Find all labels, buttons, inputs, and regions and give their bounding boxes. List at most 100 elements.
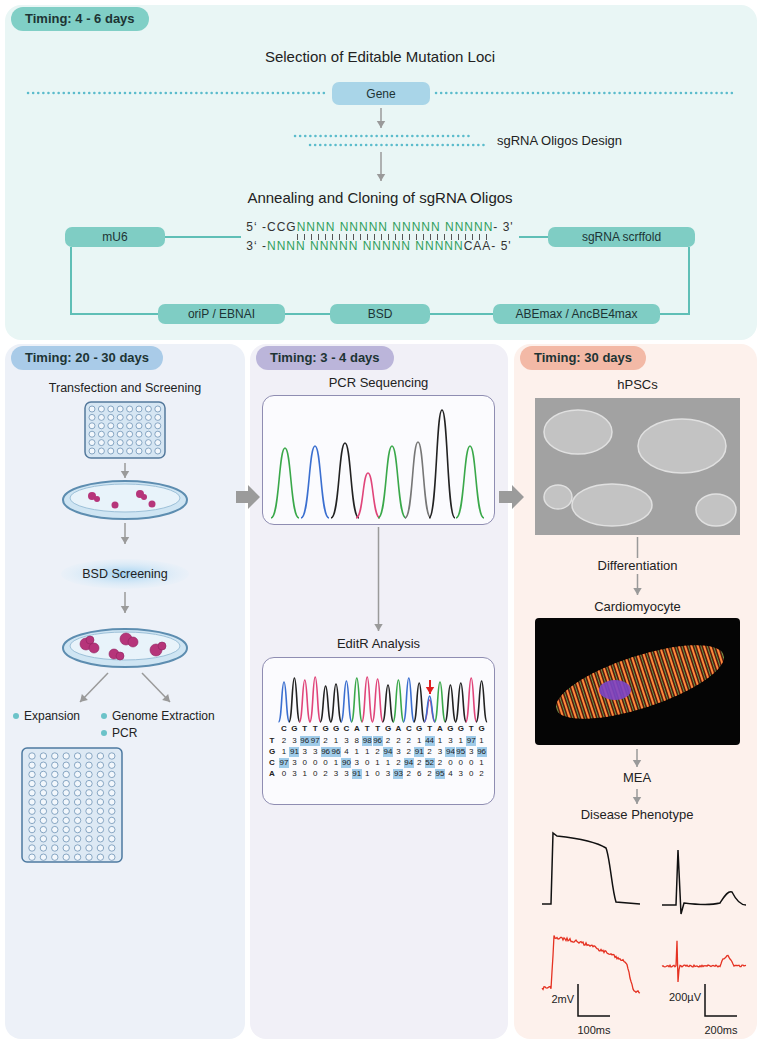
flow-arrow [377,108,385,128]
scale-bar [705,984,737,1016]
table-cell: 2 [393,758,403,768]
well [108,423,114,429]
well [136,431,142,437]
well-plate [22,748,122,862]
arrow-shaft [429,680,431,694]
well [74,771,80,777]
table-cell: 94 [383,747,393,757]
table-header: T [310,724,320,734]
well [89,406,95,412]
arrow-shaft [124,592,126,613]
well [117,440,123,446]
table-cell: 2 [414,758,424,768]
wells [29,406,161,860]
sarcomere [713,616,738,692]
well [74,799,80,805]
well [63,762,69,768]
table-header: G [383,724,393,734]
sarcomere [562,665,587,741]
connector [499,485,524,509]
cardiomyocyte-cell [548,630,731,734]
well [109,771,115,777]
well [98,440,104,446]
sarcomere [619,647,644,723]
well [63,826,69,832]
table-header: G [267,747,277,757]
sarcomere [650,637,675,713]
table-cell: 98 [362,736,372,746]
sarcomere [568,663,593,739]
chromatogram-peak [289,678,300,722]
step-heading: EditR Analysis [262,633,495,655]
well [63,817,69,823]
arrow-head [162,694,170,702]
well [40,854,46,860]
well [86,771,92,777]
well [127,423,133,429]
table-header: A [352,724,362,734]
chromatogram-peak [445,685,456,722]
well [97,826,103,832]
well [89,448,95,454]
table-cell: 1 [300,769,310,779]
colonies [80,633,166,660]
edge-label: Differentiation [595,558,681,574]
well [86,762,92,768]
well [89,423,95,429]
table-header: G [414,724,424,734]
well [145,440,151,446]
well [97,762,103,768]
table-cell: 1 [477,758,487,768]
well [108,440,114,446]
well [89,431,95,437]
sarcomere [630,643,655,719]
sarcomere [705,619,730,695]
element-label: ABEmax / AncBE4max [515,307,637,321]
connector [71,247,158,314]
connector [430,314,493,315]
connector [236,485,260,509]
table-cell: 94 [404,758,414,768]
table-cell: 3 [300,747,310,757]
sarcomere [573,662,598,738]
table-cell: 2 [393,736,403,746]
sarcomere [548,670,573,746]
well [109,808,115,814]
well [136,448,142,454]
well [145,406,151,412]
well [86,826,92,832]
well [40,845,46,851]
table-cell: 3 [352,758,362,768]
step-title: Transfection and Screening [49,381,201,396]
bullet-item: Genome Extraction [112,709,215,723]
well [29,854,35,860]
table-cell: 1 [279,747,289,757]
table-header: T [373,724,383,734]
well [40,753,46,759]
sarcomere [656,635,681,711]
oligo-strand: 5‘ -CCGNNNN NNNNN NNNNN NNNNN- 3' [246,221,513,234]
sarcomere [599,653,624,729]
table-cell: 44 [425,736,435,746]
scale-label: 200µV [669,991,701,1004]
well [40,771,46,777]
culture-dish [70,632,180,660]
table-cell: 1 [477,736,487,746]
sarcomere [559,666,584,742]
well [155,406,161,412]
sarcomere [670,630,695,706]
well [127,448,133,454]
well [86,799,92,805]
table-cell: 2 [373,747,383,757]
well [63,780,69,786]
sarcomere [696,622,721,698]
well [155,423,161,429]
table-cell: 0 [466,769,476,779]
sarcomere [662,633,687,709]
timing-panel: Timing: 20 - 30 days [5,344,245,1039]
table-cell: 96 [477,747,487,757]
table-cell: 1 [383,758,393,768]
arrow-shaft [636,749,638,767]
table-cell: 2 [435,758,445,768]
